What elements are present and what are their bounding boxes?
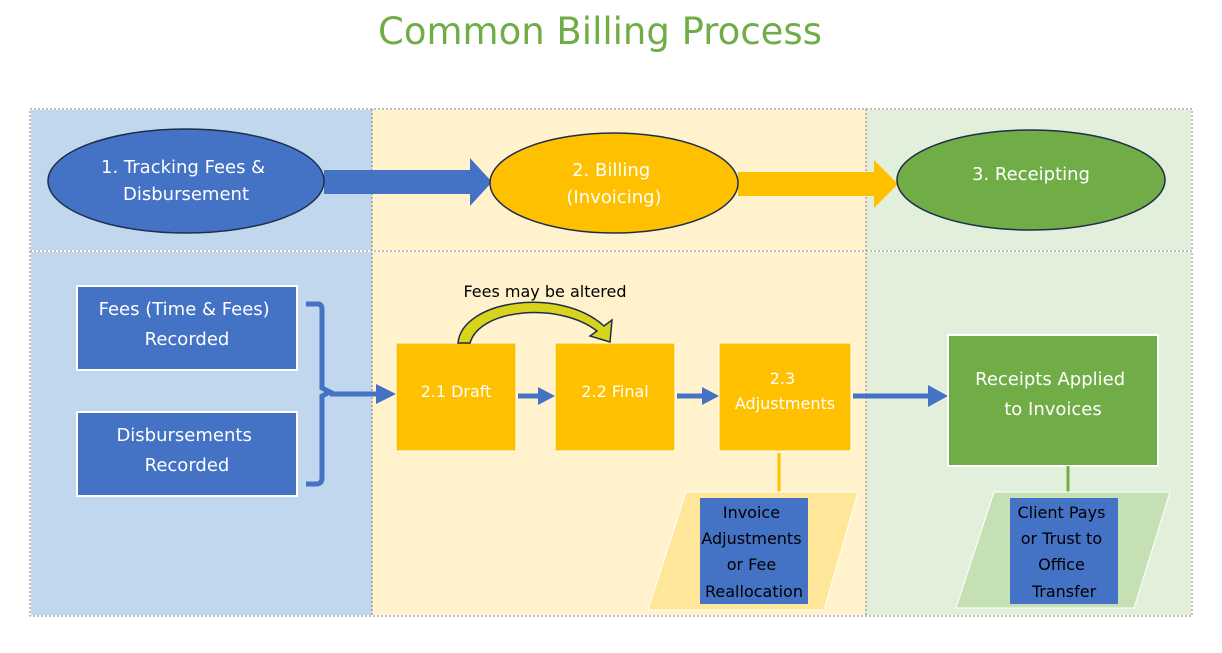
arrow-final-to-adjustments-head bbox=[702, 387, 719, 405]
fees-recorded-line2: Recorded bbox=[145, 329, 230, 350]
phase-tracking-line2: Disbursement bbox=[123, 184, 249, 205]
phase-receipting-label: 3. Receipting bbox=[972, 164, 1090, 185]
invoice-adjustments-box bbox=[700, 498, 808, 604]
step-draft-label: 2.1 Draft bbox=[421, 382, 492, 401]
arrow-inputs-to-draft-head bbox=[376, 384, 396, 404]
arrow-adjustments-to-receipts-head bbox=[928, 385, 948, 407]
disbursements-recorded-box bbox=[76, 411, 298, 497]
invoice-adjustments-line4: Reallocation bbox=[705, 582, 803, 601]
fees-altered-curved-arrow bbox=[457, 301, 613, 344]
client-pays-line3: Office bbox=[1038, 555, 1085, 574]
step-adjustments-line1: 2.3 bbox=[770, 369, 795, 388]
svg-text:Receipts Applied to Invoic: Receipts Applied to Invoices bbox=[975, 369, 1131, 420]
svg-text:2. Billing (Invoicing): 2. Billing (Invoicing) bbox=[566, 160, 661, 208]
svg-text:Disbursements Recorded: Disbursements Recorded bbox=[116, 425, 257, 476]
client-pays-box bbox=[1010, 498, 1118, 604]
diagram-title: Common Billing Process bbox=[378, 10, 822, 53]
disbursements-recorded-line2: Recorded bbox=[145, 455, 230, 476]
client-pays-line1: Client Pays bbox=[1017, 503, 1105, 522]
svg-text:3. Receipting: 3. Receipting bbox=[972, 164, 1090, 185]
receipts-applied-line2: to Invoices bbox=[1004, 399, 1102, 420]
fees-recorded-box bbox=[76, 285, 298, 371]
phase-tracking bbox=[47, 128, 325, 234]
svg-text:Fees (Time & Fees) Recorde: Fees (Time & Fees) Recorded bbox=[99, 299, 276, 350]
arrow-tracking-to-billing bbox=[324, 158, 492, 206]
arrow-draft-to-final-head bbox=[538, 387, 555, 405]
svg-text:2.2 Final: 2.2 Final bbox=[581, 382, 648, 401]
fees-altered-label: Fees may be altered bbox=[463, 282, 626, 301]
invoice-adjustments-line1: Invoice bbox=[723, 503, 780, 522]
step-final-label: 2.2 Final bbox=[581, 382, 648, 401]
step-adjustments-box bbox=[718, 342, 852, 452]
step-adjustments-line2: Adjustments bbox=[735, 394, 835, 413]
phase-tracking-line1: 1. Tracking Fees & bbox=[101, 157, 265, 178]
step-final-box bbox=[554, 342, 676, 452]
phase-billing-line1: 2. Billing bbox=[572, 160, 650, 181]
svg-text:Invoice Adjustments or: Invoice Adjustments or Fee Reallocation bbox=[701, 503, 806, 601]
svg-text:2.1 Draft: 2.1 Draft bbox=[421, 382, 492, 401]
receipts-applied-box bbox=[947, 334, 1159, 467]
client-pays-line2: or Trust to bbox=[1021, 529, 1102, 548]
phase-receipting bbox=[896, 129, 1166, 231]
client-pays-line4: Transfer bbox=[1031, 582, 1097, 601]
receipts-applied-line1: Receipts Applied bbox=[975, 369, 1125, 390]
invoice-adjustments-line3: or Fee bbox=[727, 555, 776, 574]
invoice-adjustments-line2: Adjustments bbox=[701, 529, 801, 548]
fees-recorded-line1: Fees (Time & Fees) bbox=[99, 299, 270, 320]
disbursements-recorded-line1: Disbursements bbox=[116, 425, 251, 446]
svg-text:2.3 Adjustments: 2.3 Adjustments bbox=[735, 369, 835, 413]
phase-billing bbox=[489, 132, 739, 234]
svg-text:Client Pays or Trust to: Client Pays or Trust to Office Transfer bbox=[1017, 503, 1110, 601]
phase-billing-line2: (Invoicing) bbox=[566, 187, 661, 208]
step-draft-box bbox=[395, 342, 517, 452]
svg-text:1. Tracking Fees & Disburs: 1. Tracking Fees & Disbursement bbox=[101, 157, 271, 205]
arrow-billing-to-receipting bbox=[738, 160, 898, 208]
